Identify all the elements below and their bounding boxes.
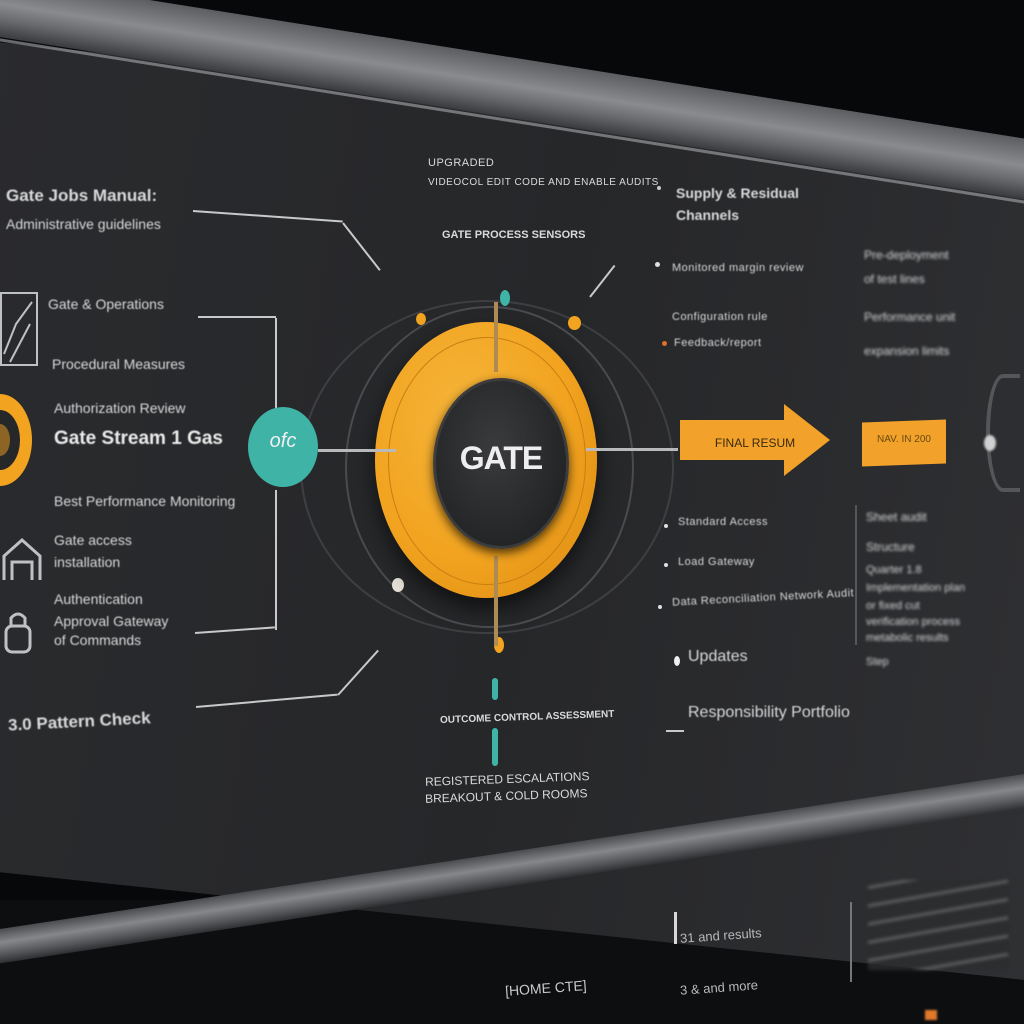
right-item: Feedback/report <box>674 337 762 349</box>
left-item-procedural-measures: Procedural Measures <box>52 356 186 372</box>
gate-button[interactable] <box>433 378 569 549</box>
right-lower-item: Updates <box>688 648 748 665</box>
right-item: Configuration rule <box>672 311 768 323</box>
bullet-dot <box>664 524 668 528</box>
far-right-text: Performance unit <box>864 310 956 324</box>
left-item-gate-stream: Gate Stream 1 Gas <box>54 428 223 449</box>
bullet-dot <box>655 262 660 267</box>
left-item-authentication: Authentication <box>54 591 143 607</box>
right-lower-item: Standard Access <box>678 516 769 528</box>
gate-process-sensors-label: GATE PROCESS SENSORS <box>442 229 586 241</box>
far-right-lower-text: Structure <box>866 540 915 554</box>
connector-line <box>198 316 276 318</box>
far-right-text: of test lines <box>864 272 925 286</box>
left-item-best-performance: Best Performance Monitoring <box>54 493 236 509</box>
far-right-text: expansion limits <box>864 344 950 358</box>
far-right-lower-text: or fixed cut <box>866 600 920 612</box>
left-item-gate-access: Gate access <box>54 532 132 548</box>
gate-label: GATE <box>459 440 544 476</box>
far-right-text: Pre-deployment <box>864 248 949 262</box>
lock-icon <box>2 608 34 656</box>
right-header-subtitle: Channels <box>676 207 740 223</box>
far-right-lower-text: metabolic results <box>866 632 949 644</box>
right-item: Monitored margin review <box>672 262 804 274</box>
signature-icon: ofc <box>269 430 297 452</box>
right-header-title: Supply & Residual <box>676 185 799 201</box>
top-label-description: VIDEOCOL EDIT CODE AND ENABLE AUDITS <box>428 177 659 188</box>
teal-marker-top <box>492 678 498 700</box>
partial-node-dot <box>984 435 996 451</box>
inner-orbit-ring <box>345 306 634 628</box>
flow-arrow[interactable] <box>678 404 832 476</box>
left-item-approval-gateway: Approval Gateway <box>54 613 169 629</box>
far-right-lower-text: Quarter 1.8 <box>866 564 922 576</box>
left-item-authorization-review: Authorization Review <box>54 400 186 416</box>
bullet-dot <box>664 563 668 567</box>
left-header-title: Gate Jobs Manual: <box>6 186 158 205</box>
orbit-dot <box>416 313 426 325</box>
arrow-label: FINAL RESUM <box>714 436 796 450</box>
bullet-dot-orange <box>662 341 667 346</box>
left-item-installation: installation <box>54 554 121 570</box>
gear-icon <box>0 388 36 492</box>
gate-pin-bottom <box>494 556 498 646</box>
gate-ring <box>388 337 586 585</box>
bullet-dot <box>657 186 661 190</box>
connector-line <box>275 318 277 410</box>
lower-panel-marker <box>674 912 677 944</box>
top-label-upgraded: UPGRADED <box>428 157 495 169</box>
result-box-label: NAV. IN 200 <box>877 434 931 445</box>
bullet-dot <box>674 656 680 666</box>
orbit-dot <box>392 578 404 592</box>
gate-pin-right <box>586 448 678 451</box>
left-item-gate-operations: Gate & Operations <box>48 296 164 312</box>
far-right-lower-text: verification process <box>866 616 961 628</box>
teal-node[interactable] <box>248 407 318 487</box>
far-right-lower-text: Implementation plan <box>866 582 966 594</box>
partial-node-ring <box>986 374 1020 492</box>
lower-panel-orange-mark <box>925 1010 937 1020</box>
right-lower-item: Responsibility Portfolio <box>688 704 850 721</box>
orbit-dot <box>494 637 504 653</box>
bullet-dot <box>658 605 662 609</box>
lower-panel-blurred-text <box>868 880 1008 970</box>
right-lower-item: Load Gateway <box>678 556 755 568</box>
connector-line <box>666 730 684 732</box>
far-right-lower-text: Sheet audit <box>866 510 927 524</box>
lower-panel-divider <box>850 902 852 982</box>
divider-line <box>855 505 857 645</box>
left-item-commands: of Commands <box>54 632 142 648</box>
teal-marker-bottom <box>492 728 498 766</box>
gate-pin-left <box>318 449 396 452</box>
connector-line <box>275 490 277 630</box>
orbit-dot-teal <box>500 290 510 306</box>
house-icon <box>0 534 44 582</box>
gate-pin-top <box>494 302 498 372</box>
orbit-dot <box>568 316 581 330</box>
left-header-subtitle: Administrative guidelines <box>6 216 161 232</box>
far-right-lower-text: Step <box>866 656 889 668</box>
map-icon <box>0 292 38 366</box>
